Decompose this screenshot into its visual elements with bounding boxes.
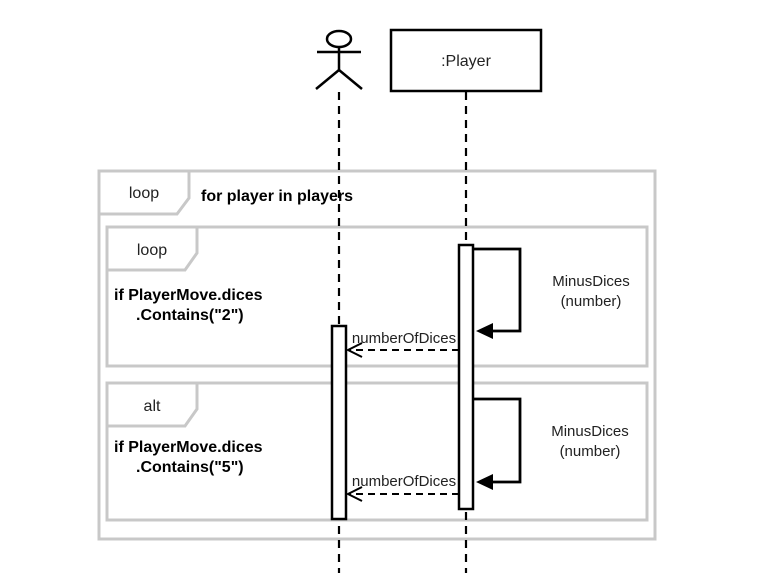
alt-fragment: alt if PlayerMove.dices .Contains("5"): [105, 381, 649, 522]
player-box: [389, 28, 543, 93]
outer-loop-operator: loop: [129, 185, 159, 202]
actor-left-leg: [315, 69, 340, 90]
self-call-2-line: [473, 397, 522, 484]
inner-loop-guard-line1: if PlayerMove.dices: [114, 287, 263, 304]
inner-loop-frame: [105, 225, 649, 368]
return-1-label: numberOfDices: [352, 330, 456, 347]
return-2-arrowhead: [345, 486, 363, 502]
inner-loop-tab: [105, 225, 199, 272]
alt-operator: alt: [144, 398, 161, 415]
actor-stick-figure-icon: [315, 29, 363, 90]
self-call-2-label-line2: (number): [560, 443, 621, 460]
self-call-1-arrowhead: [476, 323, 493, 339]
player-participant: :Player: [389, 28, 543, 93]
player-label: :Player: [441, 53, 491, 70]
inner-loop-operator: loop: [137, 242, 167, 259]
self-call-2-label-line1: MinusDices: [551, 423, 629, 440]
outer-loop-guard: for player in players: [201, 188, 353, 205]
return-1: [345, 342, 459, 358]
self-call-1-label-line1: MinusDices: [552, 273, 630, 290]
alt-tab: [105, 381, 199, 428]
alt-guard-line1: if PlayerMove.dices: [114, 439, 263, 456]
self-call-1-line: [473, 247, 522, 333]
self-call-1: [473, 247, 522, 339]
self-call-1-label-line2: (number): [561, 293, 622, 310]
inner-loop-fragment: loop if PlayerMove.dices .Contains("2"): [105, 225, 649, 368]
self-call-2: [473, 397, 522, 490]
alt-guard-line2: .Contains("5"): [136, 459, 244, 476]
outer-loop-tab: [97, 169, 191, 216]
return-2-label: numberOfDices: [352, 473, 456, 490]
return-2: [345, 486, 459, 502]
alt-frame: [105, 381, 649, 522]
player-activation-bar: [457, 243, 475, 511]
actor-activation-bar: [330, 324, 348, 521]
actor-head: [325, 29, 353, 49]
actor-right-leg: [338, 69, 363, 90]
return-1-arrowhead: [345, 342, 363, 358]
self-call-2-arrowhead: [476, 474, 493, 490]
inner-loop-guard-line2: .Contains("2"): [136, 307, 244, 324]
